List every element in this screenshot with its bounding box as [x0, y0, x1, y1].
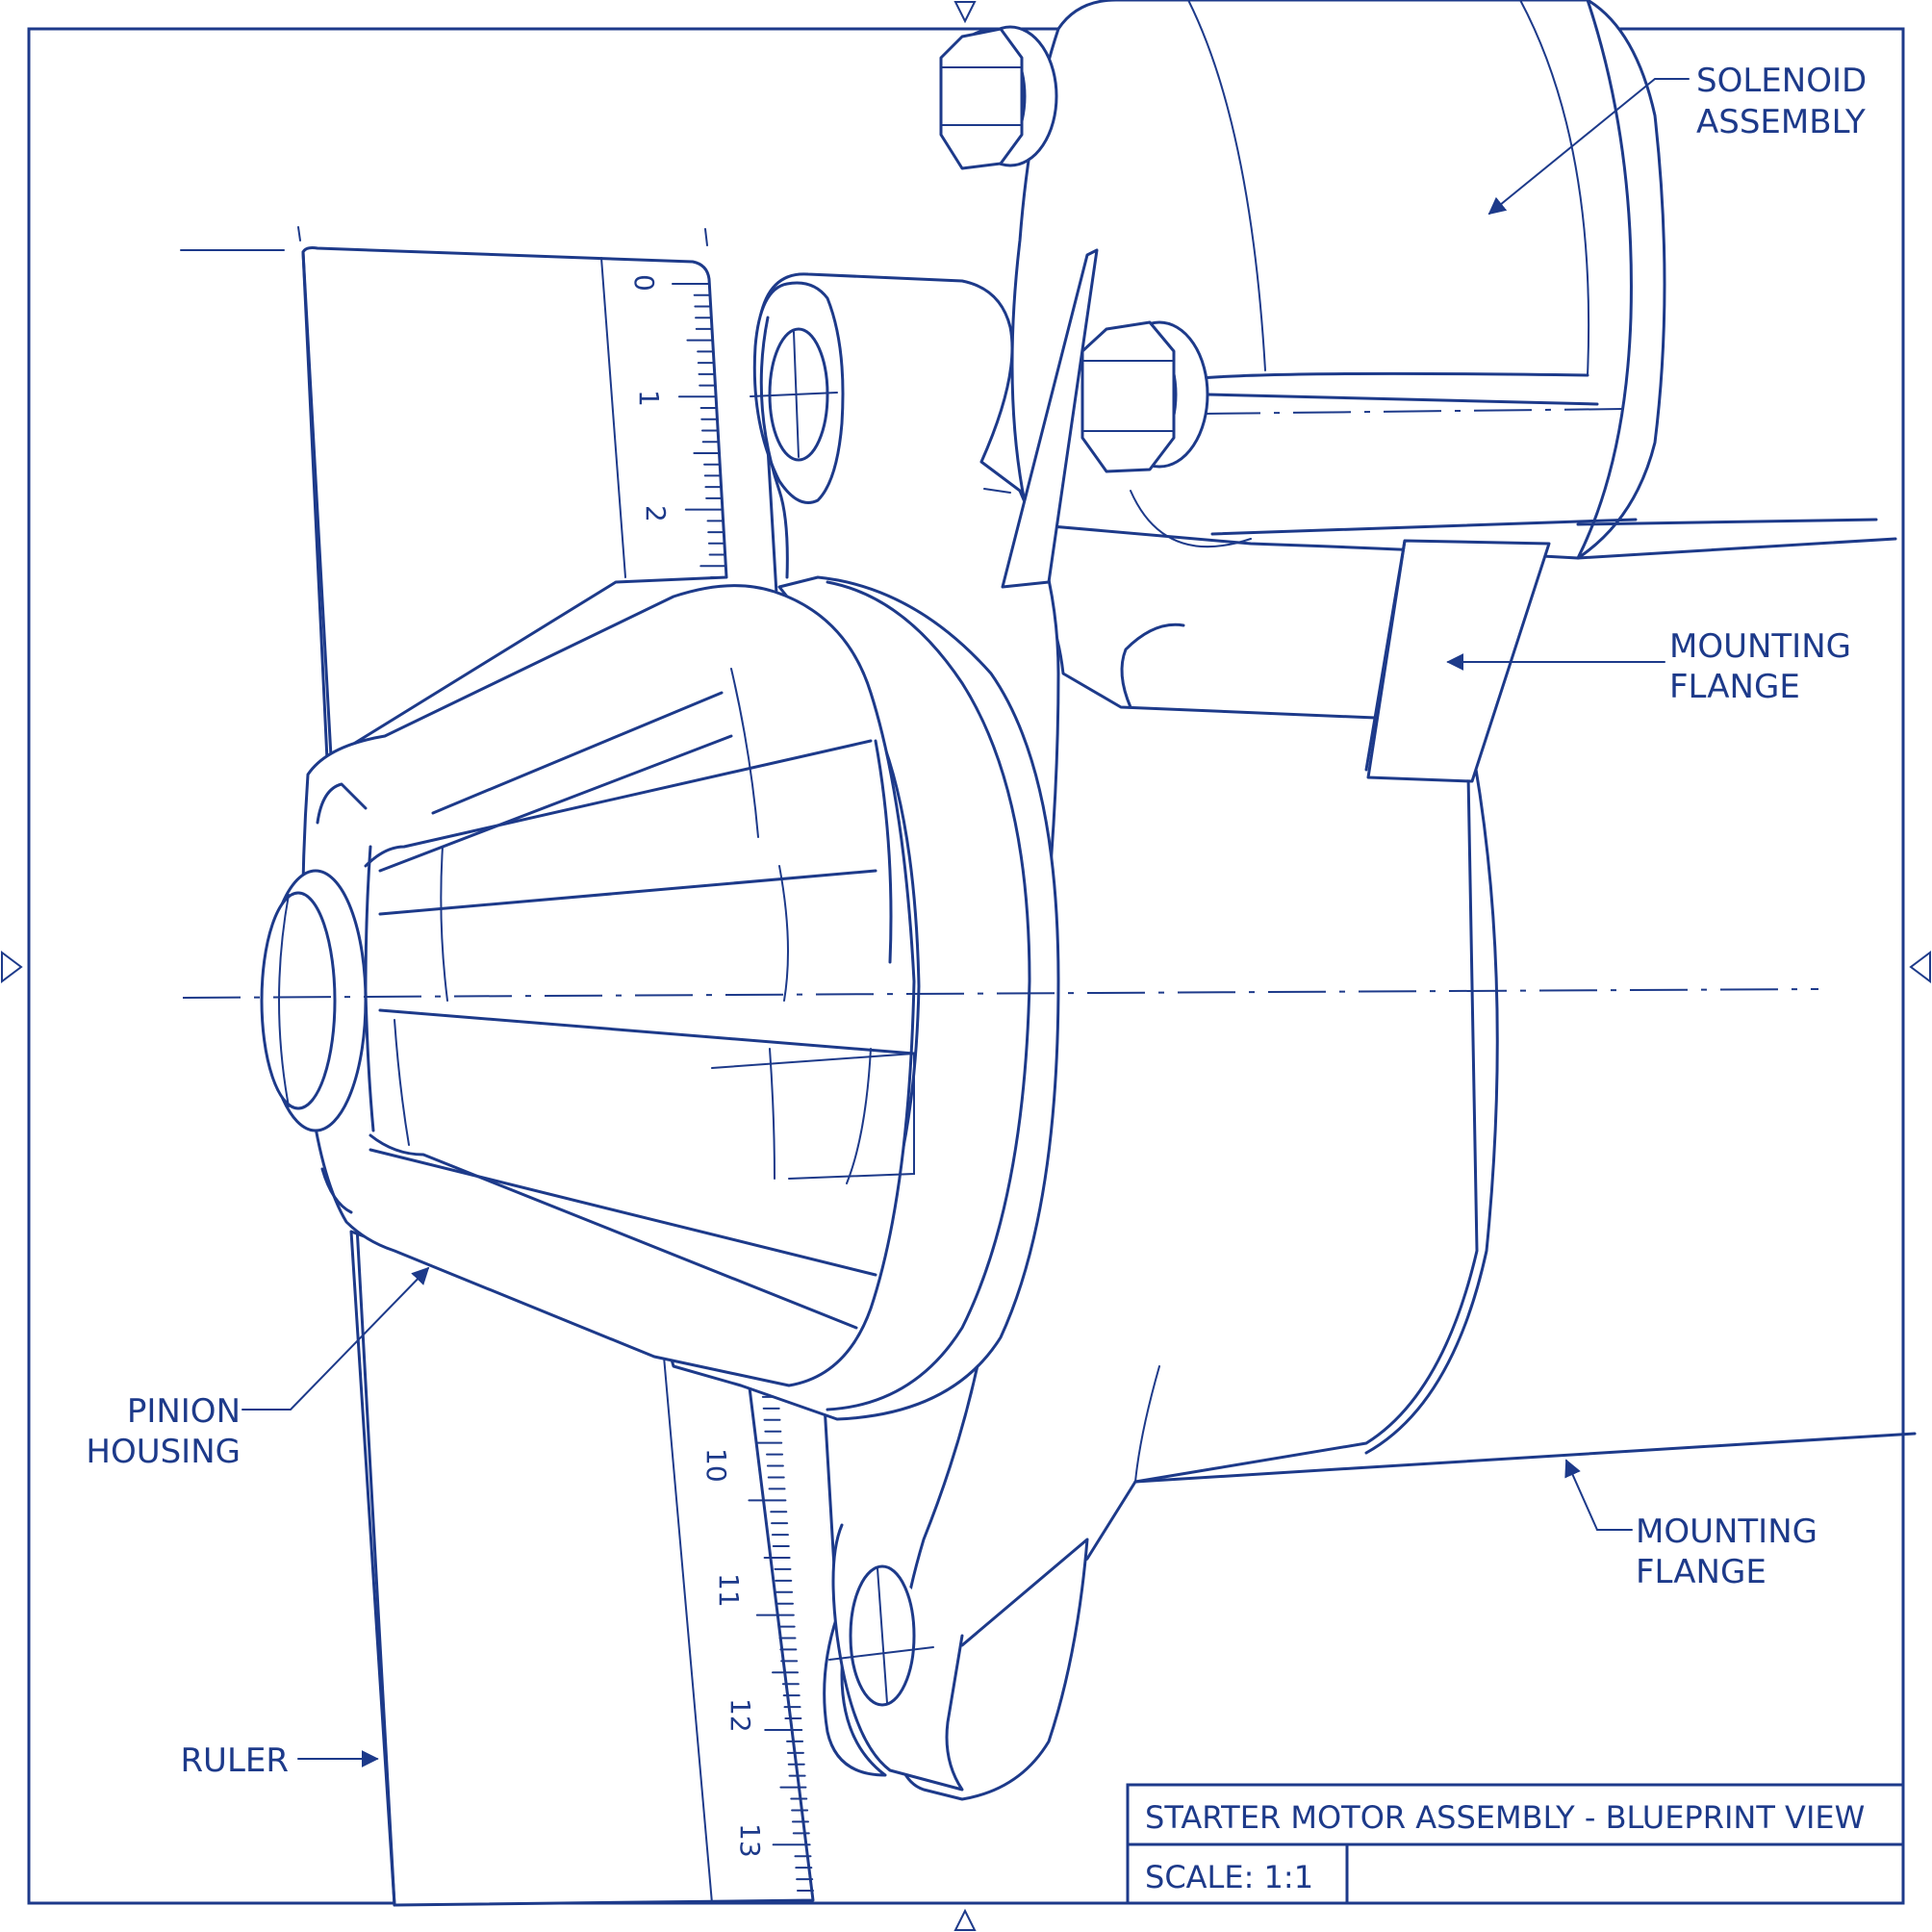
title-block-title: STARTER MOTOR ASSEMBLY - BLUEPRINT VIEW — [1145, 1799, 1865, 1836]
label-pinion-line1: PINION — [127, 1392, 241, 1431]
solenoid-bolt-top — [939, 25, 1058, 170]
label-flange-top-line1: MOUNTING — [1669, 627, 1851, 666]
annotation-leaders — [242, 78, 1690, 1767]
solenoid-bolt-mid — [1080, 320, 1599, 473]
ruler-number-2: 2 — [640, 505, 672, 522]
ruler-ticks — [672, 283, 814, 1892]
label-flange-bottom-line1: MOUNTING — [1636, 1513, 1818, 1551]
label-solenoid-line2: ASSEMBLY — [1696, 103, 1866, 141]
ruler-number-12: 12 — [724, 1698, 756, 1733]
ruler-number-13: 13 — [734, 1823, 766, 1858]
pinion-housing — [260, 575, 1060, 1421]
ruler-number-1: 1 — [633, 390, 665, 407]
label-flange-bottom-line2: FLANGE — [1636, 1553, 1767, 1591]
ruler-number-10: 10 — [700, 1448, 732, 1483]
pinion-nose-inner — [260, 891, 337, 1110]
label-pinion-line2: HOUSING — [86, 1433, 241, 1471]
title-block: STARTER MOTOR ASSEMBLY - BLUEPRINT VIEW … — [1126, 1783, 1905, 1905]
solenoid-assembly — [939, 0, 1897, 560]
centerline — [182, 988, 1819, 999]
label-flange-top-line2: FLANGE — [1669, 668, 1800, 706]
drawing-frame — [27, 27, 1905, 1905]
ruler-number-0: 0 — [628, 274, 660, 292]
title-block-scale: SCALE: 1:1 — [1145, 1859, 1313, 1895]
label-ruler: RULER — [180, 1741, 289, 1780]
extension-lines — [180, 226, 708, 251]
ruler: 0 1 2 10 11 12 13 — [301, 246, 815, 1907]
label-solenoid-line1: SOLENOID — [1696, 62, 1867, 100]
ruler-number-11: 11 — [713, 1573, 745, 1608]
